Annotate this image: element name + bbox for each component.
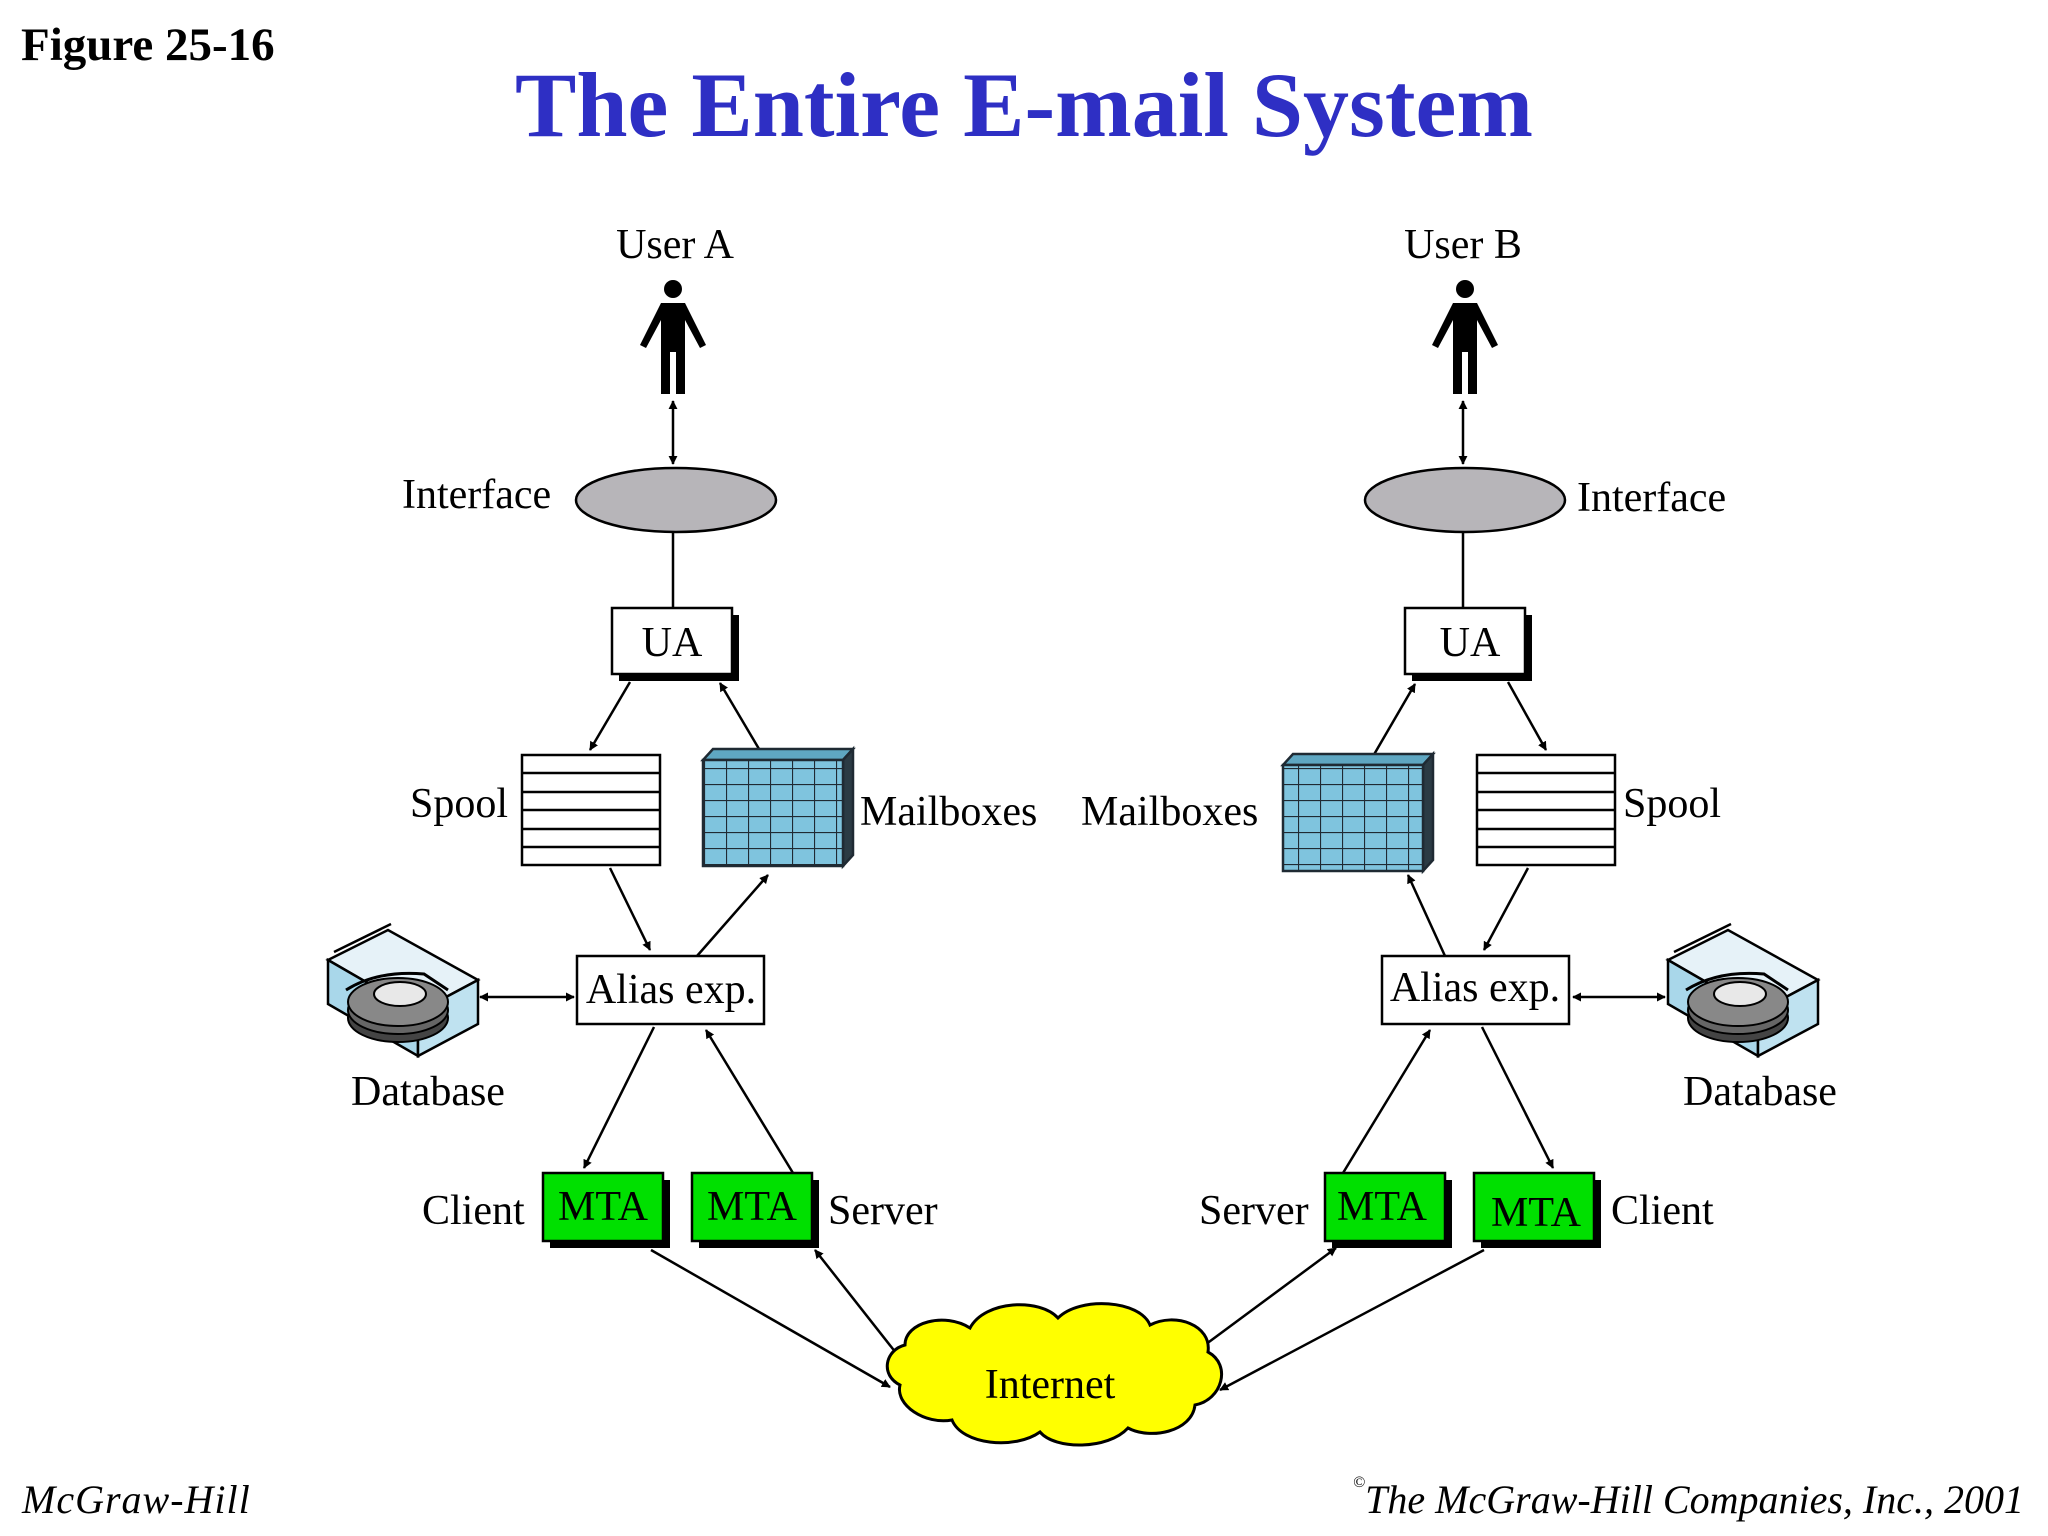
- copyright-symbol: ©: [1353, 1474, 1366, 1491]
- right-user-side: User B Interface UA Mailboxes: [1081, 222, 1837, 1392]
- left-spool-alias-arrow: [608, 867, 652, 951]
- internet-cloud: Internet: [885, 1302, 1224, 1447]
- left-server-alias-arrow: [704, 1029, 795, 1174]
- footer-copyright: ©The McGraw-Hill Companies, Inc., 2001: [1353, 1474, 2024, 1523]
- left-alias-mailboxes-arrow: [696, 874, 769, 957]
- right-internet-server-arrow: [1189, 1246, 1337, 1358]
- user-a-person-icon: [640, 280, 706, 394]
- left-server-mta: MTA: [690, 1171, 819, 1248]
- left-spool-icon: [520, 753, 662, 867]
- footer-publisher: McGraw-Hill: [22, 1477, 251, 1522]
- right-ua-box: UA: [1403, 606, 1532, 681]
- figure-label: Figure 25-16: [21, 19, 275, 71]
- left-user-side: User A Interface UA Spool: [325, 222, 1037, 1389]
- left-mailboxes-ua-arrow: [718, 682, 764, 755]
- right-ua-label: UA: [1440, 620, 1501, 666]
- right-database-icon: [1665, 922, 1821, 1059]
- right-client-mta-label: MTA: [1491, 1190, 1582, 1236]
- page-title: The Entire E-mail System: [515, 54, 1533, 156]
- right-client-label: Client: [1611, 1188, 1714, 1234]
- left-database-label: Database: [351, 1069, 505, 1115]
- copyright-text: The McGraw-Hill Companies, Inc., 2001: [1365, 1477, 2024, 1522]
- left-ua-label: UA: [642, 620, 703, 666]
- right-mailboxes-icon: [1280, 750, 1436, 875]
- user-b-label: User B: [1404, 222, 1522, 268]
- right-server-label: Server: [1199, 1188, 1309, 1234]
- right-mailboxes-ua-arrow: [1370, 683, 1417, 759]
- left-internet-server-arrow: [814, 1249, 901, 1359]
- right-server-mta: MTA: [1323, 1171, 1452, 1248]
- left-interface-ellipse: [574, 466, 778, 534]
- right-client-internet-arrow: [1219, 1248, 1485, 1392]
- right-spool-icon: [1475, 753, 1617, 867]
- internet-label: Internet: [985, 1362, 1116, 1408]
- left-mailboxes-icon: [700, 745, 856, 870]
- right-alias-mailboxes-arrow: [1406, 874, 1447, 957]
- right-database-label: Database: [1683, 1069, 1837, 1115]
- left-database-icon: [325, 922, 481, 1059]
- left-client-mta: MTA: [541, 1171, 670, 1248]
- left-alias-label: Alias exp.: [586, 967, 756, 1013]
- left-ua-box: UA: [610, 606, 739, 681]
- right-spool-label: Spool: [1623, 781, 1721, 827]
- right-interface-label: Interface: [1577, 475, 1726, 521]
- left-server-mta-label: MTA: [707, 1184, 798, 1230]
- user-b-person-icon: [1432, 280, 1498, 394]
- left-spool-label: Spool: [410, 781, 508, 827]
- right-alias-client-arrow: [1480, 1026, 1555, 1169]
- right-ua-spool-arrow: [1506, 681, 1548, 751]
- right-spool-alias-arrow: [1482, 867, 1530, 951]
- right-server-alias-arrow: [1341, 1029, 1432, 1174]
- left-alias-box: Alias exp.: [575, 954, 766, 1026]
- left-client-internet-arrow: [650, 1248, 891, 1389]
- right-alias-box: Alias exp.: [1380, 954, 1571, 1026]
- left-alias-client-arrow: [582, 1026, 656, 1169]
- left-server-label: Server: [828, 1188, 938, 1234]
- left-ua-spool-arrow: [588, 681, 632, 751]
- right-interface-ellipse: [1363, 466, 1567, 534]
- left-interface-label: Interface: [402, 472, 551, 518]
- left-client-mta-label: MTA: [558, 1184, 649, 1230]
- user-a-label: User A: [616, 222, 734, 268]
- right-client-mta: MTA: [1472, 1171, 1601, 1248]
- right-mailboxes-label: Mailboxes: [1081, 789, 1258, 835]
- left-mailboxes-label: Mailboxes: [860, 789, 1037, 835]
- right-server-mta-label: MTA: [1337, 1184, 1428, 1230]
- left-client-label: Client: [422, 1188, 525, 1234]
- right-alias-label: Alias exp.: [1390, 965, 1560, 1011]
